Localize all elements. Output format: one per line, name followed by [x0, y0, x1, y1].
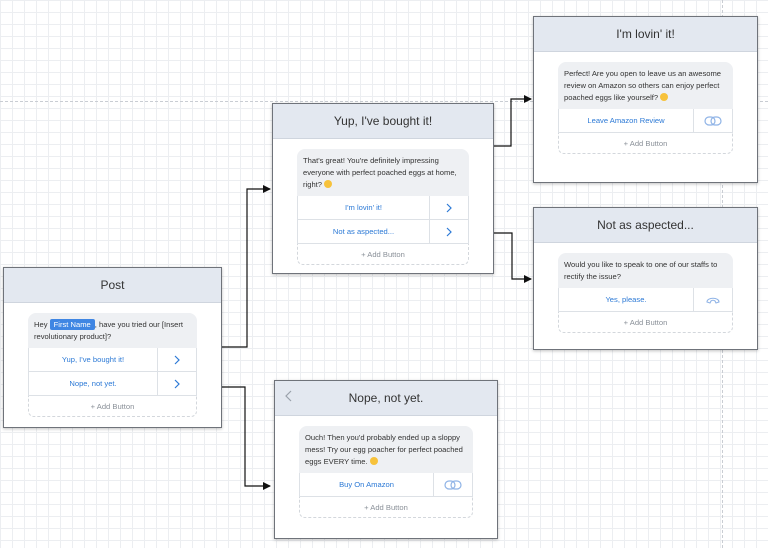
reply-button-label: Buy On Amazon	[339, 480, 394, 489]
message-text: Perfect! Are you open to leave us an awe…	[564, 69, 722, 102]
chevron-right-icon[interactable]	[429, 220, 468, 243]
connector-post-to-bought	[221, 185, 271, 348]
chevron-right-icon[interactable]	[157, 348, 196, 371]
add-button[interactable]: + Add Button	[558, 312, 733, 333]
node-lovin[interactable]: I'm lovin' it! Perfect! Are you open to …	[533, 16, 758, 183]
node-not-as-aspected[interactable]: Not as aspected... Would you like to spe…	[533, 207, 758, 350]
chevron-right-icon[interactable]	[157, 372, 196, 395]
reply-button[interactable]: Buy On Amazon	[299, 473, 473, 497]
variable-chip[interactable]: First Name	[49, 319, 95, 330]
link-icon[interactable]	[433, 473, 472, 496]
node-title: Not as aspected...	[534, 208, 757, 243]
node-title: Post	[4, 268, 221, 303]
emoji-icon	[369, 457, 378, 465]
chevron-left-icon[interactable]	[285, 390, 292, 404]
chevron-right-icon[interactable]	[429, 196, 468, 219]
reply-button-label: Nope, not yet.	[69, 379, 117, 388]
phone-icon[interactable]	[693, 288, 732, 311]
node-title: Nope, not yet.	[275, 381, 497, 416]
connector-bought-to-not-as	[493, 232, 532, 283]
reply-button[interactable]: I'm lovin' it!	[297, 196, 469, 220]
node-bought[interactable]: Yup, I've bought it! That's great! You'r…	[272, 103, 494, 274]
connector-post-to-not-yet	[221, 386, 271, 490]
reply-button[interactable]: Yup, I've bought it!	[28, 348, 197, 372]
reply-button[interactable]: Leave Amazon Review	[558, 109, 733, 133]
add-button[interactable]: + Add Button	[297, 244, 469, 265]
node-post[interactable]: Post Hey First Name, have you tried our …	[3, 267, 222, 428]
message-bubble: Hey First Name, have you tried our [Inse…	[28, 313, 197, 348]
node-title: Yup, I've bought it!	[273, 104, 493, 139]
add-button[interactable]: + Add Button	[558, 133, 733, 154]
reply-button-label: Yup, I've bought it!	[61, 355, 125, 364]
reply-button-label: Yes, please.	[605, 295, 647, 304]
message-text: , have you tried our [Insert revolutiona…	[34, 320, 183, 341]
reply-button-label: I'm lovin' it!	[344, 203, 383, 212]
link-icon[interactable]	[693, 109, 732, 132]
reply-button-label: Not as aspected...	[332, 227, 395, 236]
message-text: Ouch! Then you'd probably ended up a slo…	[305, 433, 463, 466]
message-text: Hey	[34, 320, 48, 329]
message-bubble: That's great! You're definitely impressi…	[297, 149, 469, 196]
emoji-icon	[324, 180, 333, 188]
reply-button-label: Leave Amazon Review	[587, 116, 665, 125]
message-bubble: Ouch! Then you'd probably ended up a slo…	[299, 426, 473, 473]
node-title: I'm lovin' it!	[534, 17, 757, 52]
node-not-yet[interactable]: Nope, not yet. Ouch! Then you'd probably…	[274, 380, 498, 539]
add-button[interactable]: + Add Button	[28, 396, 197, 417]
message-bubble: Would you like to speak to one of our st…	[558, 253, 733, 288]
connector-bought-to-lovin	[493, 95, 532, 147]
message-text: Would you like to speak to one of our st…	[564, 260, 718, 281]
message-bubble: Perfect! Are you open to leave us an awe…	[558, 62, 733, 109]
canvas-guide-horizontal	[0, 101, 768, 102]
reply-button[interactable]: Not as aspected...	[297, 220, 469, 244]
message-text: That's great! You're definitely impressi…	[303, 156, 457, 189]
reply-button[interactable]: Nope, not yet.	[28, 372, 197, 396]
emoji-icon	[660, 93, 669, 101]
reply-button[interactable]: Yes, please.	[558, 288, 733, 312]
node-title-text: Nope, not yet.	[348, 391, 424, 405]
add-button[interactable]: + Add Button	[299, 497, 473, 518]
